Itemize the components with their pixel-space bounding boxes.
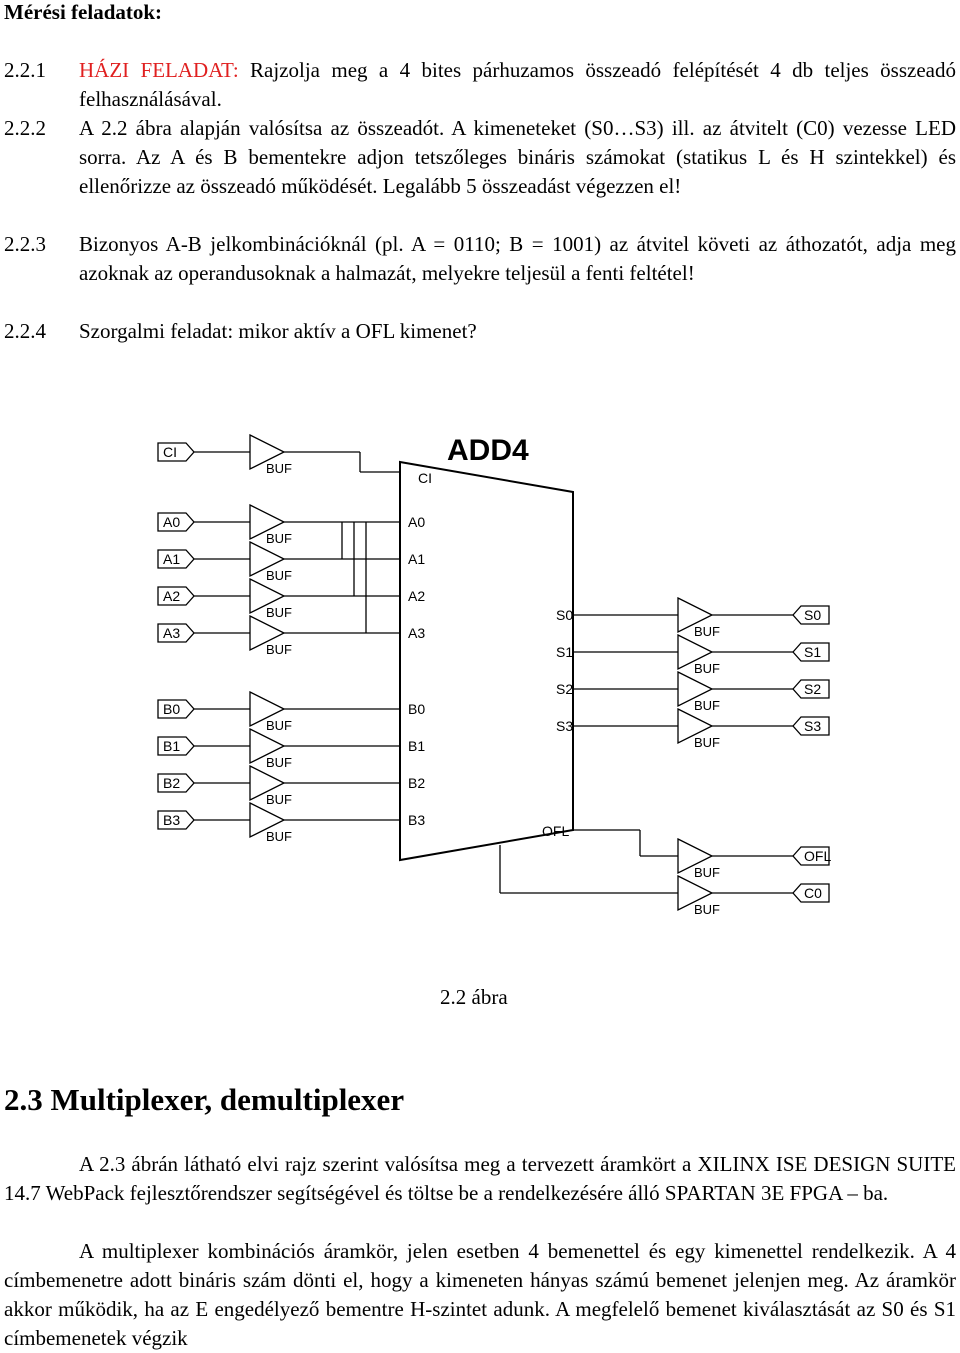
pad-label: B0 <box>163 701 180 717</box>
section-heading: Mérési feladatok: <box>4 0 163 24</box>
buf-label: BUF <box>266 605 292 620</box>
buffer-symbol <box>677 837 714 875</box>
input-pad <box>157 586 195 606</box>
pin-label: A0 <box>408 514 425 530</box>
output-pad <box>792 679 830 699</box>
output-pad <box>792 716 830 736</box>
task-number: 2.2.3 <box>4 232 46 256</box>
buffer-symbol <box>249 503 286 541</box>
input-pad <box>157 512 195 532</box>
input-pad <box>157 773 195 793</box>
task-number: 2.2.1 <box>4 58 46 82</box>
input-pad <box>157 736 195 756</box>
pin-label: S3 <box>556 718 573 734</box>
buf-label: BUF <box>266 461 292 476</box>
buffer-symbol <box>249 614 286 652</box>
buffer-symbol <box>249 577 286 615</box>
pad-label: A2 <box>163 588 180 604</box>
buffer-symbol <box>677 670 714 708</box>
buf-label: BUF <box>266 755 292 770</box>
buffer-symbol <box>249 727 286 765</box>
buffer-symbol <box>677 874 714 912</box>
task-text: A 2.2 ábra alapján valósítsa az összeadó… <box>79 116 956 198</box>
input-pad <box>157 442 195 462</box>
buffer-symbol <box>249 764 286 802</box>
section-title: 2.3 Multiplexer, demultiplexer <box>4 1082 405 1117</box>
paragraph: A 2.3 ábrán látható elvi rajz szerint va… <box>4 1152 956 1205</box>
buf-label: BUF <box>266 829 292 844</box>
paragraph: A multiplexer kombinációs áramkör, jelen… <box>4 1239 956 1350</box>
task-text: Bizonyos A-B jelkombinációknál (pl. A = … <box>79 232 956 285</box>
buffer-symbol <box>677 596 714 634</box>
buf-label: BUF <box>694 865 720 880</box>
buf-label: BUF <box>266 718 292 733</box>
add4-block <box>399 460 574 862</box>
buf-label: BUF <box>694 624 720 639</box>
buffer-symbol <box>249 690 286 728</box>
task-number: 2.2.2 <box>4 116 46 140</box>
figure-caption: 2.2 ábra <box>440 985 508 1009</box>
homework-label: HÁZI FELADAT: <box>79 58 239 82</box>
buffer-symbol <box>249 433 286 471</box>
buf-label: BUF <box>694 902 720 917</box>
pad-label: CI <box>163 444 177 460</box>
pin-label: OFL <box>542 823 569 839</box>
task-number: 2.2.4 <box>4 319 46 343</box>
buffer-symbol <box>677 707 714 745</box>
buf-label: BUF <box>694 735 720 750</box>
buf-label: BUF <box>266 642 292 657</box>
buffer-symbol <box>249 540 286 578</box>
buffer-symbol <box>677 633 714 671</box>
pin-label: CI <box>418 470 432 486</box>
pad-label: A1 <box>163 551 180 567</box>
adder-schematic: ADD4 CIBUFCIA0BUFA0A1BUFA1A2BUFA2A3BUFA3… <box>157 433 831 917</box>
buf-label: BUF <box>694 698 720 713</box>
pin-label: B0 <box>408 701 425 717</box>
input-pad <box>157 810 195 830</box>
pin-label: A1 <box>408 551 425 567</box>
input-pad <box>157 623 195 643</box>
add4-title: ADD4 <box>447 434 529 467</box>
task-body: Rajzolja meg a 4 bites párhuzamos összea… <box>79 58 956 111</box>
pad-label: B2 <box>163 775 180 791</box>
pad-label: S3 <box>804 718 821 734</box>
pin-label: A3 <box>408 625 425 641</box>
pin-label: B2 <box>408 775 425 791</box>
output-pad <box>792 846 830 866</box>
pad-label: B1 <box>163 738 180 754</box>
pad-label: A0 <box>163 514 180 530</box>
buffer-symbol <box>249 801 286 839</box>
pad-label: S0 <box>804 607 821 623</box>
task-text: Szorgalmi feladat: mikor aktív a OFL kim… <box>79 319 477 343</box>
buf-label: BUF <box>266 531 292 546</box>
output-pad <box>792 642 830 662</box>
pin-label: S0 <box>556 607 573 623</box>
pin-label: A2 <box>408 588 425 604</box>
pad-label: C0 <box>804 885 822 901</box>
input-pad <box>157 549 195 569</box>
pin-label: B3 <box>408 812 425 828</box>
pad-label: S2 <box>804 681 821 697</box>
input-pad <box>157 699 195 719</box>
output-pad <box>792 605 830 625</box>
pad-label: OFL <box>804 848 831 864</box>
output-pad <box>792 883 830 903</box>
pin-label: S1 <box>556 644 573 660</box>
buf-label: BUF <box>266 568 292 583</box>
buf-label: BUF <box>266 792 292 807</box>
pad-label: B3 <box>163 812 180 828</box>
buf-label: BUF <box>694 661 720 676</box>
pin-label: S2 <box>556 681 573 697</box>
task-text: HÁZI FELADAT: Rajzolja meg a 4 bites pár… <box>79 56 956 114</box>
pad-label: S1 <box>804 644 821 660</box>
pad-label: A3 <box>163 625 180 641</box>
pin-label: B1 <box>408 738 425 754</box>
